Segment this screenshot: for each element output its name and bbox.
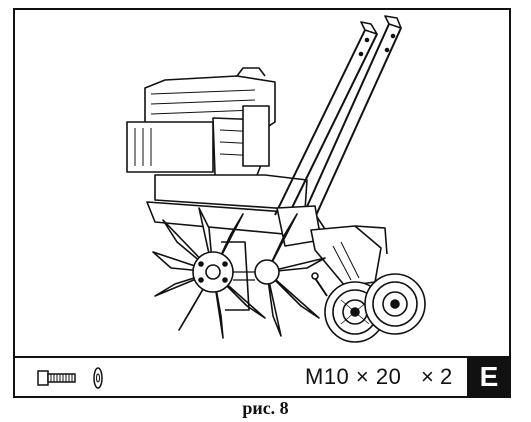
figure-frame: [13, 8, 511, 398]
washer-icon: [93, 367, 103, 389]
figure-caption: рис. 8: [242, 398, 289, 418]
step-badge: E: [467, 356, 511, 398]
tiller-drawing: [126, 15, 426, 343]
bolt-quantity: × 2: [421, 364, 453, 389]
bolt-spec: M10 × 20: [305, 364, 402, 389]
parts-bar: M10 × 20 × 2 E: [15, 356, 511, 398]
bolt-icon: [37, 370, 76, 386]
